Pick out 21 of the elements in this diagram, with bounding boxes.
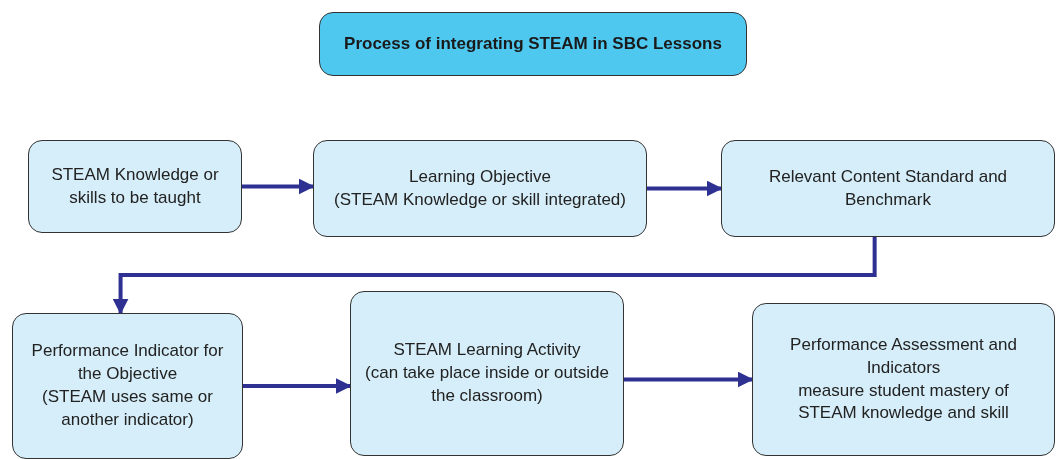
process-box	[752, 303, 1055, 456]
title-box: Process of integrating STEAM in SBC Lessons	[319, 12, 747, 76]
process-box	[721, 140, 1055, 237]
box-text: (can take place inside or outside the classroom)	[365, 362, 609, 407]
process-box	[12, 313, 243, 459]
box-text: measure student mastery of STEAM knowledge and skill	[797, 379, 1010, 425]
arrow	[243, 378, 352, 394]
process-box	[28, 140, 242, 233]
process-box	[313, 140, 647, 237]
box-text: STEAM Knowledge or skills to be taught	[50, 163, 220, 209]
box-text: STEAM Learning Activity	[393, 339, 581, 362]
box-text: Learning Objective	[409, 165, 551, 188]
arrow	[242, 178, 315, 195]
process-box	[350, 291, 624, 456]
box-text: Relevant Content Standard and Benchmark	[767, 165, 1009, 211]
box-text: (STEAM uses same or another indicator)	[41, 386, 214, 431]
arrow	[624, 371, 754, 388]
arrow	[112, 237, 877, 315]
arrow	[647, 180, 723, 197]
box-text: Performance Indicator for the Objective	[30, 340, 225, 386]
box-text: (STEAM Knowledge or skill integrated)	[334, 188, 626, 211]
